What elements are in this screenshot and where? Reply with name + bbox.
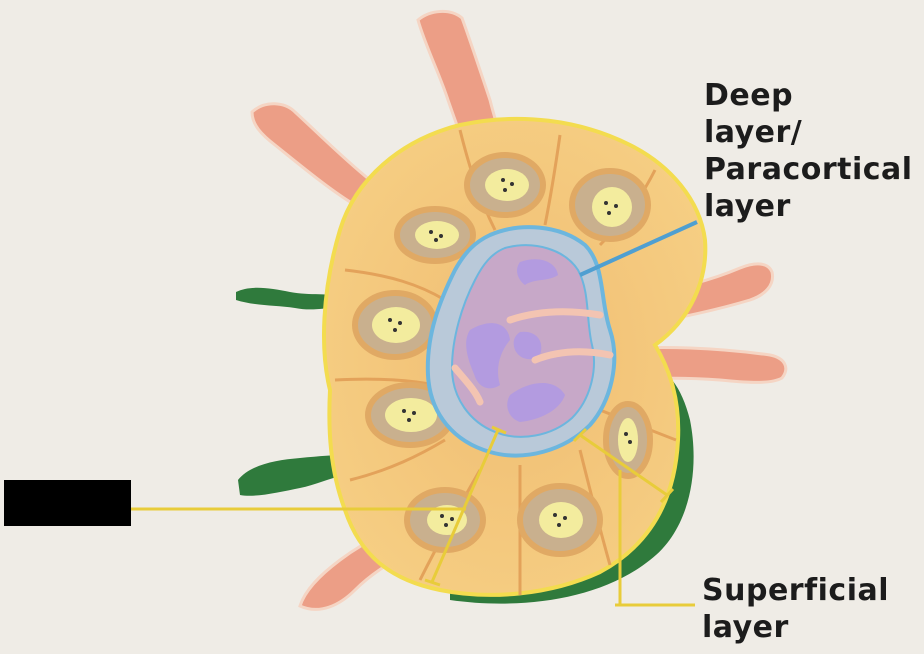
- leader-lines: [131, 220, 698, 607]
- follicle-6: [404, 487, 486, 553]
- bracket-2: [579, 433, 668, 497]
- follicle-5: [365, 382, 455, 448]
- deep-layer-line-2: layer/: [704, 115, 803, 150]
- deep-layer-line-1: Deep: [704, 78, 794, 113]
- follicle-7: [517, 483, 603, 557]
- follicles: [352, 152, 653, 557]
- blood-vessel-left-top: [236, 287, 345, 310]
- superficial-layer-line-2: layer: [702, 610, 789, 645]
- follicle-8: [603, 401, 653, 479]
- follicle-2: [569, 168, 651, 242]
- medullary-vessels: [451, 308, 614, 406]
- follicle-4: [352, 290, 438, 360]
- bracket-1: [430, 429, 500, 583]
- medullary-cords: [466, 259, 565, 422]
- deep-layer-label: Deep layer/ Paracortical layer: [704, 77, 913, 225]
- follicle-1: [464, 152, 546, 218]
- deep-layer-pointer: [579, 220, 698, 277]
- blood-vessel-left-bottom: [238, 455, 345, 496]
- superficial-layer-line-1: Superficial: [702, 573, 890, 608]
- redacted-label: [4, 480, 131, 526]
- deep-layer-line-4: layer: [704, 189, 791, 224]
- lymph-vessel-upper-left: [250, 102, 372, 208]
- follicle-3: [394, 206, 476, 264]
- superficial-layer-label: Superficial layer: [702, 572, 889, 646]
- deep-layer-line-3: Paracortical: [704, 152, 913, 187]
- node-body: [322, 116, 708, 597]
